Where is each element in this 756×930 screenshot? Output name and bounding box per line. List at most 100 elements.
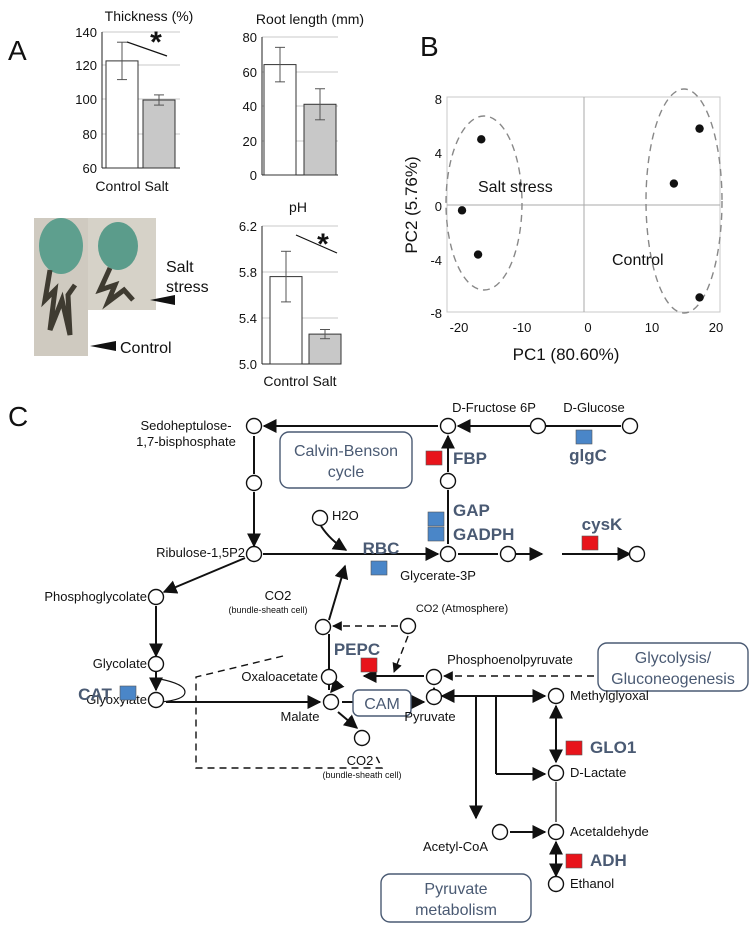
gadph-label: GADPH <box>453 525 514 544</box>
label-acetylcoa: Acetyl-CoA <box>423 839 488 854</box>
label-pyruvate: Pyruvate <box>404 709 455 724</box>
control-pointer <box>90 341 116 351</box>
label-co2-bottom-note: (bundle-sheath cell) <box>322 770 401 780</box>
adh-marker <box>565 853 583 869</box>
cysk-marker <box>581 535 599 551</box>
node-pep <box>425 668 443 686</box>
label-methylglyoxal: Methylglyoxal <box>570 688 649 703</box>
pca-xtick-m20: -20 <box>450 320 469 335</box>
glo1-marker <box>565 740 583 756</box>
calvin-benson-box <box>279 431 413 489</box>
adh-label: ADH <box>590 851 627 870</box>
ph-significance: * <box>317 228 329 261</box>
label-sedo-2: 1,7-bisphosphate <box>136 434 236 449</box>
pca-ytick-m8: -8 <box>430 306 442 321</box>
label-phosphoglycolate: Phosphoglycolate <box>44 589 147 604</box>
cam-label: CAM <box>364 696 400 713</box>
pyruvate-metabolism-label-2: metabolism <box>415 902 497 919</box>
root-ytick-20: 20 <box>243 134 257 149</box>
pca-point-control-5 <box>695 293 704 302</box>
label-malate: Malate <box>280 709 319 724</box>
pca-ytick-4: 4 <box>435 146 442 161</box>
label-ribulose: Ribulose-1,5P2 <box>156 545 245 560</box>
pca-ylabel: PC2 (5.76%) <box>402 156 421 253</box>
thickness-ytick-60: 60 <box>83 161 97 176</box>
root-ytick-80: 80 <box>243 30 257 45</box>
thickness-ytick-140: 140 <box>75 25 97 40</box>
ph-ytick-54: 5.4 <box>239 311 257 326</box>
label-pep: Phosphoenolpyruvate <box>447 652 573 667</box>
label-co2-atm: CO2 (Atmosphere) <box>416 603 508 615</box>
calvin-benson-label-1: Calvin-Benson <box>294 443 398 460</box>
calvin-benson-label-2: cycle <box>328 464 365 481</box>
plant-photo <box>34 218 156 356</box>
gap-label: GAP <box>453 501 490 520</box>
panel-label-c: C <box>8 401 28 432</box>
node-cysk-mid <box>499 545 517 563</box>
node-oxaloacetate <box>320 668 338 686</box>
glo1-label: GLO1 <box>590 738 636 757</box>
thickness-bars <box>105 41 176 169</box>
pca-group-salt: Salt stress <box>478 179 553 196</box>
pca-xtick-20: 20 <box>709 320 723 335</box>
pca-group-control: Control <box>612 252 664 269</box>
ph-ytick-62: 6.2 <box>239 219 257 234</box>
label-ethanol: Ethanol <box>570 876 614 891</box>
panel-label-b: B <box>420 31 439 62</box>
root-length-bars <box>263 46 337 176</box>
pca-point-salt-1 <box>457 206 467 215</box>
node-glycerate3p <box>439 545 457 563</box>
pca-point-salt-0 <box>477 135 486 144</box>
label-co2-top: CO2 <box>265 588 292 603</box>
node-malate <box>322 693 340 711</box>
label-co2-top-note: (bundle-sheath cell) <box>228 605 307 615</box>
pca-point-salt-2 <box>473 250 483 259</box>
ph-xlabels: Control Salt <box>263 373 336 389</box>
ph-bars <box>269 250 342 365</box>
node-fructose6p <box>439 417 457 435</box>
node-co2-bundle-bottom <box>353 729 371 747</box>
salt-stress-ellipse <box>445 115 523 291</box>
node-fbp-step <box>439 472 457 490</box>
ph-ytick-50: 5.0 <box>239 357 257 372</box>
thickness-significance: * <box>150 26 162 59</box>
label-glycerate: Glycerate-3P <box>400 568 476 583</box>
glgc-label: glgC <box>569 446 607 465</box>
gap-marker <box>427 511 445 527</box>
node-dlactate <box>547 764 565 782</box>
label-glucose: D-Glucose <box>563 400 624 415</box>
thickness-ytick-120: 120 <box>75 58 97 73</box>
pathway-boxes: Calvin-Benson cycle CAM Glycolysis/ Gluc… <box>279 431 749 923</box>
pca-ytick-m4: -4 <box>430 253 442 268</box>
node-methylglyoxal <box>547 687 565 705</box>
control-ellipse <box>645 88 723 314</box>
thickness-ytick-80: 80 <box>83 127 97 142</box>
pca-point-control-3 <box>695 124 704 133</box>
cam-box <box>352 689 412 717</box>
root-ytick-40: 40 <box>243 99 257 114</box>
pathway-nodes <box>147 417 646 893</box>
pathway-edges <box>149 419 632 878</box>
ph-chart: pH 6.2 5.8 5.4 5.0 * Control Salt <box>239 199 342 389</box>
label-acetaldehyde: Acetaldehyde <box>570 824 649 839</box>
node-phosphoglycolate <box>147 588 165 606</box>
thickness-title: Thickness (%) <box>105 8 194 24</box>
glycolysis-box <box>597 642 749 692</box>
cysk-label: cysK <box>582 515 623 534</box>
node-acetylcoa <box>491 823 509 841</box>
pyruvate-metabolism-box <box>380 873 532 923</box>
glgc-marker <box>575 429 593 445</box>
node-sedoheptulose <box>245 417 263 435</box>
label-h2o: H2O <box>332 508 359 523</box>
rbc-marker <box>370 560 388 576</box>
enzyme-markers: FBP glgC GAP GADPH cysK RBC PEPC CAT GLO… <box>78 429 636 870</box>
pca-xtick-0: 0 <box>584 320 591 335</box>
thickness-ytick-100: 100 <box>75 92 97 107</box>
root-ytick-0: 0 <box>250 168 257 183</box>
fbp-marker <box>425 450 443 466</box>
salt-stress-label-line1: Salt <box>166 259 194 276</box>
node-ribulose <box>245 545 263 563</box>
salt-stress-pointer <box>150 295 175 305</box>
root-length-chart: Root length (mm) 80 60 40 20 0 <box>243 11 365 183</box>
